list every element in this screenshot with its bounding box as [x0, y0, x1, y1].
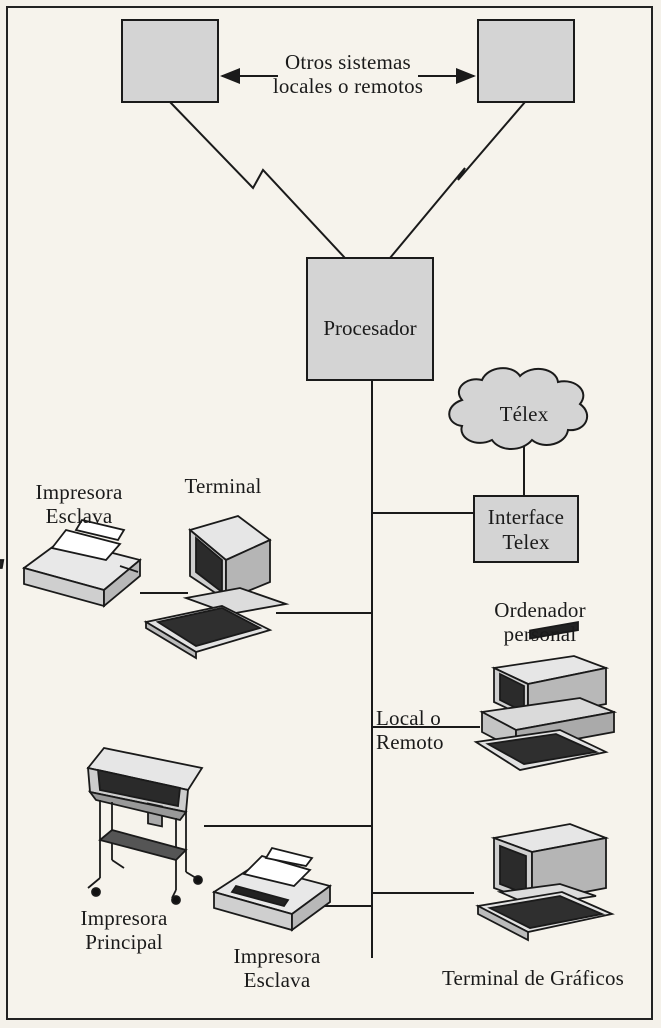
telex-label: Télex — [499, 402, 549, 426]
personal-computer-icon — [473, 621, 618, 771]
terminal-label: Terminal — [184, 474, 262, 498]
slave-printer-top-icon — [0, 518, 142, 608]
telex-cloud — [448, 367, 589, 450]
personal-computer-label-line1: Ordenador — [494, 598, 586, 622]
slave-printer-top-label-line1: Impresora — [35, 480, 123, 504]
other-systems-label-line1: Otros sistemas — [285, 50, 411, 74]
interface-label-line1: Interface — [487, 505, 565, 529]
personal-computer-label-line2: personal — [503, 622, 577, 646]
terminal-icon — [143, 515, 290, 660]
graphics-terminal-icon — [475, 823, 615, 942]
slave-printer-bottom-label-line2: Esclava — [243, 968, 311, 992]
remote-system-box-left — [121, 19, 219, 103]
slave-printer-bottom-icon — [211, 846, 333, 932]
local-remote-label-line1: Local o — [376, 706, 441, 730]
interface-telex-box — [473, 495, 579, 563]
remote-system-box-right — [477, 19, 575, 103]
processor-label: Procesador — [323, 316, 417, 340]
main-printer-label-line2: Principal — [85, 930, 163, 954]
interface-label-line2: Telex — [502, 530, 550, 554]
main-printer-icon — [86, 747, 204, 905]
graphics-terminal-label: Terminal de Gráficos — [441, 966, 625, 990]
link-right-zigzag — [389, 101, 526, 259]
slave-printer-bottom-label-line1: Impresora — [233, 944, 321, 968]
link-left-zigzag — [169, 101, 346, 259]
other-systems-label-line2: locales o remotos — [272, 74, 424, 98]
processor-box — [306, 257, 434, 381]
local-remote-label-line2: Remoto — [376, 730, 444, 754]
slave-printer-top-label-line2: Esclava — [45, 504, 113, 528]
main-printer-label-line1: Impresora — [80, 906, 168, 930]
